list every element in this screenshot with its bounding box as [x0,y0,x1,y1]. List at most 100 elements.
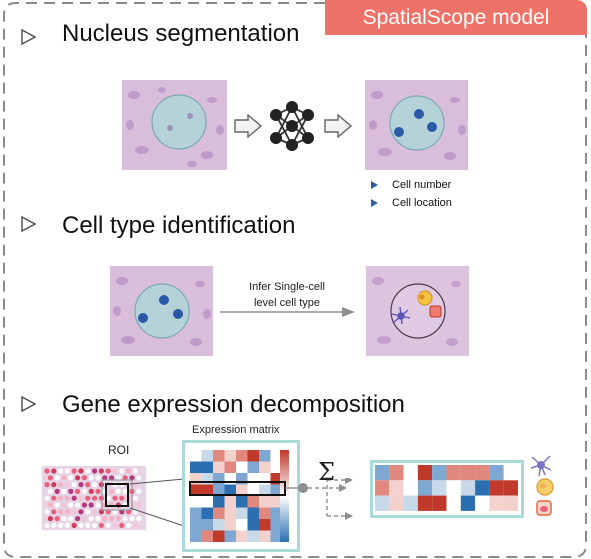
spot [51,522,57,528]
decomposed-cell [417,465,433,481]
spot [64,509,70,515]
spot [112,509,118,515]
spot [44,509,50,515]
spot [112,522,118,528]
tissue-patch-input [122,80,227,170]
infer-label: Infer Single-cell level cell type [249,281,325,309]
neural-network-icon [270,101,314,151]
matrix-cell [224,461,236,473]
matrix-cell [259,530,271,542]
spot [98,495,104,501]
matrix-cell [201,519,213,531]
matrix-cell [190,530,202,542]
section-title-celltype: Cell type identification [62,212,296,239]
matrix-cell [224,484,236,496]
spot [119,468,125,474]
spot [112,468,118,474]
spot [115,488,121,494]
decomposed-cell [446,480,461,496]
decomposed-cell [403,465,418,481]
spot [92,509,98,515]
matrix-cell [270,519,282,531]
decomposed-cell [389,480,404,496]
tissue-patch-segmented [365,80,468,170]
spot [85,522,91,528]
decomposed-cell [475,465,490,481]
spot [132,522,138,528]
spot [126,522,132,528]
matrix-cell [213,519,225,531]
decomposed-cell [403,495,418,511]
decomposed-cell [503,465,518,481]
matrix-cell [270,450,282,462]
matrix-cell [270,530,282,542]
spot [71,468,77,474]
spot [51,495,57,501]
spot [122,475,128,481]
tissue-patch-celltypes [366,266,469,356]
spot [64,468,70,474]
spot [129,475,135,481]
spot [75,516,81,522]
matrix-cell [224,530,236,542]
decomposed-cell [446,495,461,511]
matrix-cell [201,461,213,473]
spot [92,522,98,528]
spot [105,522,111,528]
spot [85,509,91,515]
matrix-cell [247,507,259,519]
spot [95,488,101,494]
matrix-cell [236,450,248,462]
spot [64,482,70,488]
spot [78,522,84,528]
spot [136,475,142,481]
spot [92,468,98,474]
spot [88,502,94,508]
spot [112,495,118,501]
spot [81,516,87,522]
spot [58,495,64,501]
spot [115,516,121,522]
spot [68,502,74,508]
roi-label: ROI [108,443,130,457]
spot [85,482,91,488]
decomposed-cell [489,465,504,481]
matrix-cell [270,496,282,508]
matrix-cell [190,450,202,462]
decomposed-cell [489,495,504,511]
decomposed-cell [460,480,476,496]
matrix-cell [201,484,213,496]
matrix-cell [201,530,213,542]
spot [95,475,101,481]
spot [71,509,77,515]
matrix-cell [190,496,202,508]
matrix-cell [190,473,202,485]
matrix-cell [236,473,248,485]
matrix-cell [236,519,248,531]
expression-matrix [182,440,300,552]
decomposed-matrix [370,460,524,518]
decomposed-cell [489,480,504,496]
decomposed-cell [389,495,404,511]
spot [85,468,91,474]
matrix-cell [259,496,271,508]
matrix-cell [270,507,282,519]
matrix-cell [201,450,213,462]
spot [126,468,132,474]
spot [119,522,125,528]
spot [75,502,81,508]
spot [47,516,53,522]
spot [61,475,67,481]
spot [47,502,53,508]
decomposed-cell [503,495,518,511]
spot [44,522,50,528]
matrix-cell [247,530,259,542]
decomposed-cell [475,495,490,511]
spot [88,488,94,494]
arrow-right-icon [324,114,352,138]
spot [98,509,104,515]
spot [51,468,57,474]
arrow-right-icon [234,114,262,138]
decomposed-cell [432,495,447,511]
